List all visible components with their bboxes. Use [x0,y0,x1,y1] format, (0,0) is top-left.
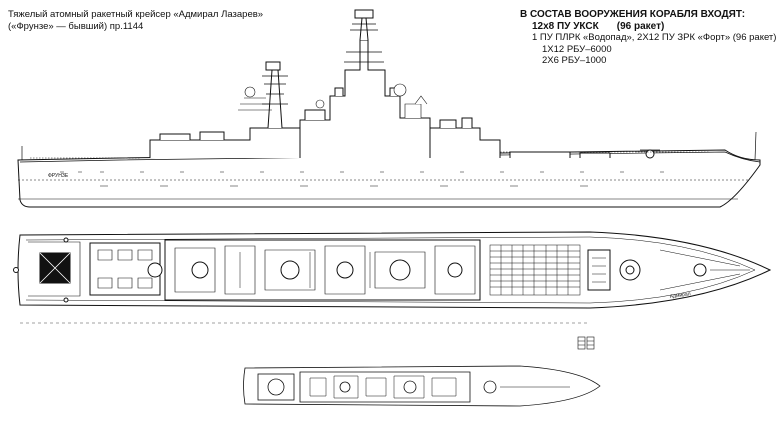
deck-mark-label: Адмирал [669,291,691,300]
plan-view [13,231,772,309]
small-ship-plan [243,365,601,407]
detail-icons [577,336,595,350]
aft-mast [267,69,283,129]
hull-name-label: ФРУНЗЕ [48,173,69,179]
main-superstructure [299,39,431,158]
forward-launchers [509,151,611,158]
vls-launcher-grid [489,244,581,296]
armament-main: 12х8 ПУ УКСК (96 ракет) [532,21,776,33]
armament-main-note: (96 ракет) [616,20,665,32]
forward-block [429,127,501,158]
armament-main-label: 12х8 ПУ УКСК [532,20,599,32]
armament-line-3: 2Х6 РБУ–1000 [542,55,607,66]
aft-hangar [149,127,301,158]
armament-line-2: 1Х12 РБУ–6000 [542,43,612,55]
title-line-2: («Фрунзе» — бывший) пр.1144 [8,21,144,32]
hull-outline [17,149,761,208]
side-profile [17,9,761,208]
plan-superstructure [164,239,481,301]
armament-list: В СОСТАВ ВООРУЖЕНИЯ КОРАБЛЯ ВХОДЯТ: 12х8… [520,9,776,67]
armament-line-1: 1 ПУ ПЛРК «Водопад», 2Х12 ПУ ЗРК «Форт» … [532,32,777,43]
title-line-1: Тяжелый атомный ракетный крейсер «Адмира… [8,9,264,20]
drawing-title: Тяжелый атомный ракетный крейсер «Адмира… [8,9,263,33]
main-mast [359,17,369,41]
portholes [60,171,664,187]
armament-heading: В СОСТАВ ВООРУЖЕНИЯ КОРАБЛЯ ВХОДЯТ: [520,9,746,20]
